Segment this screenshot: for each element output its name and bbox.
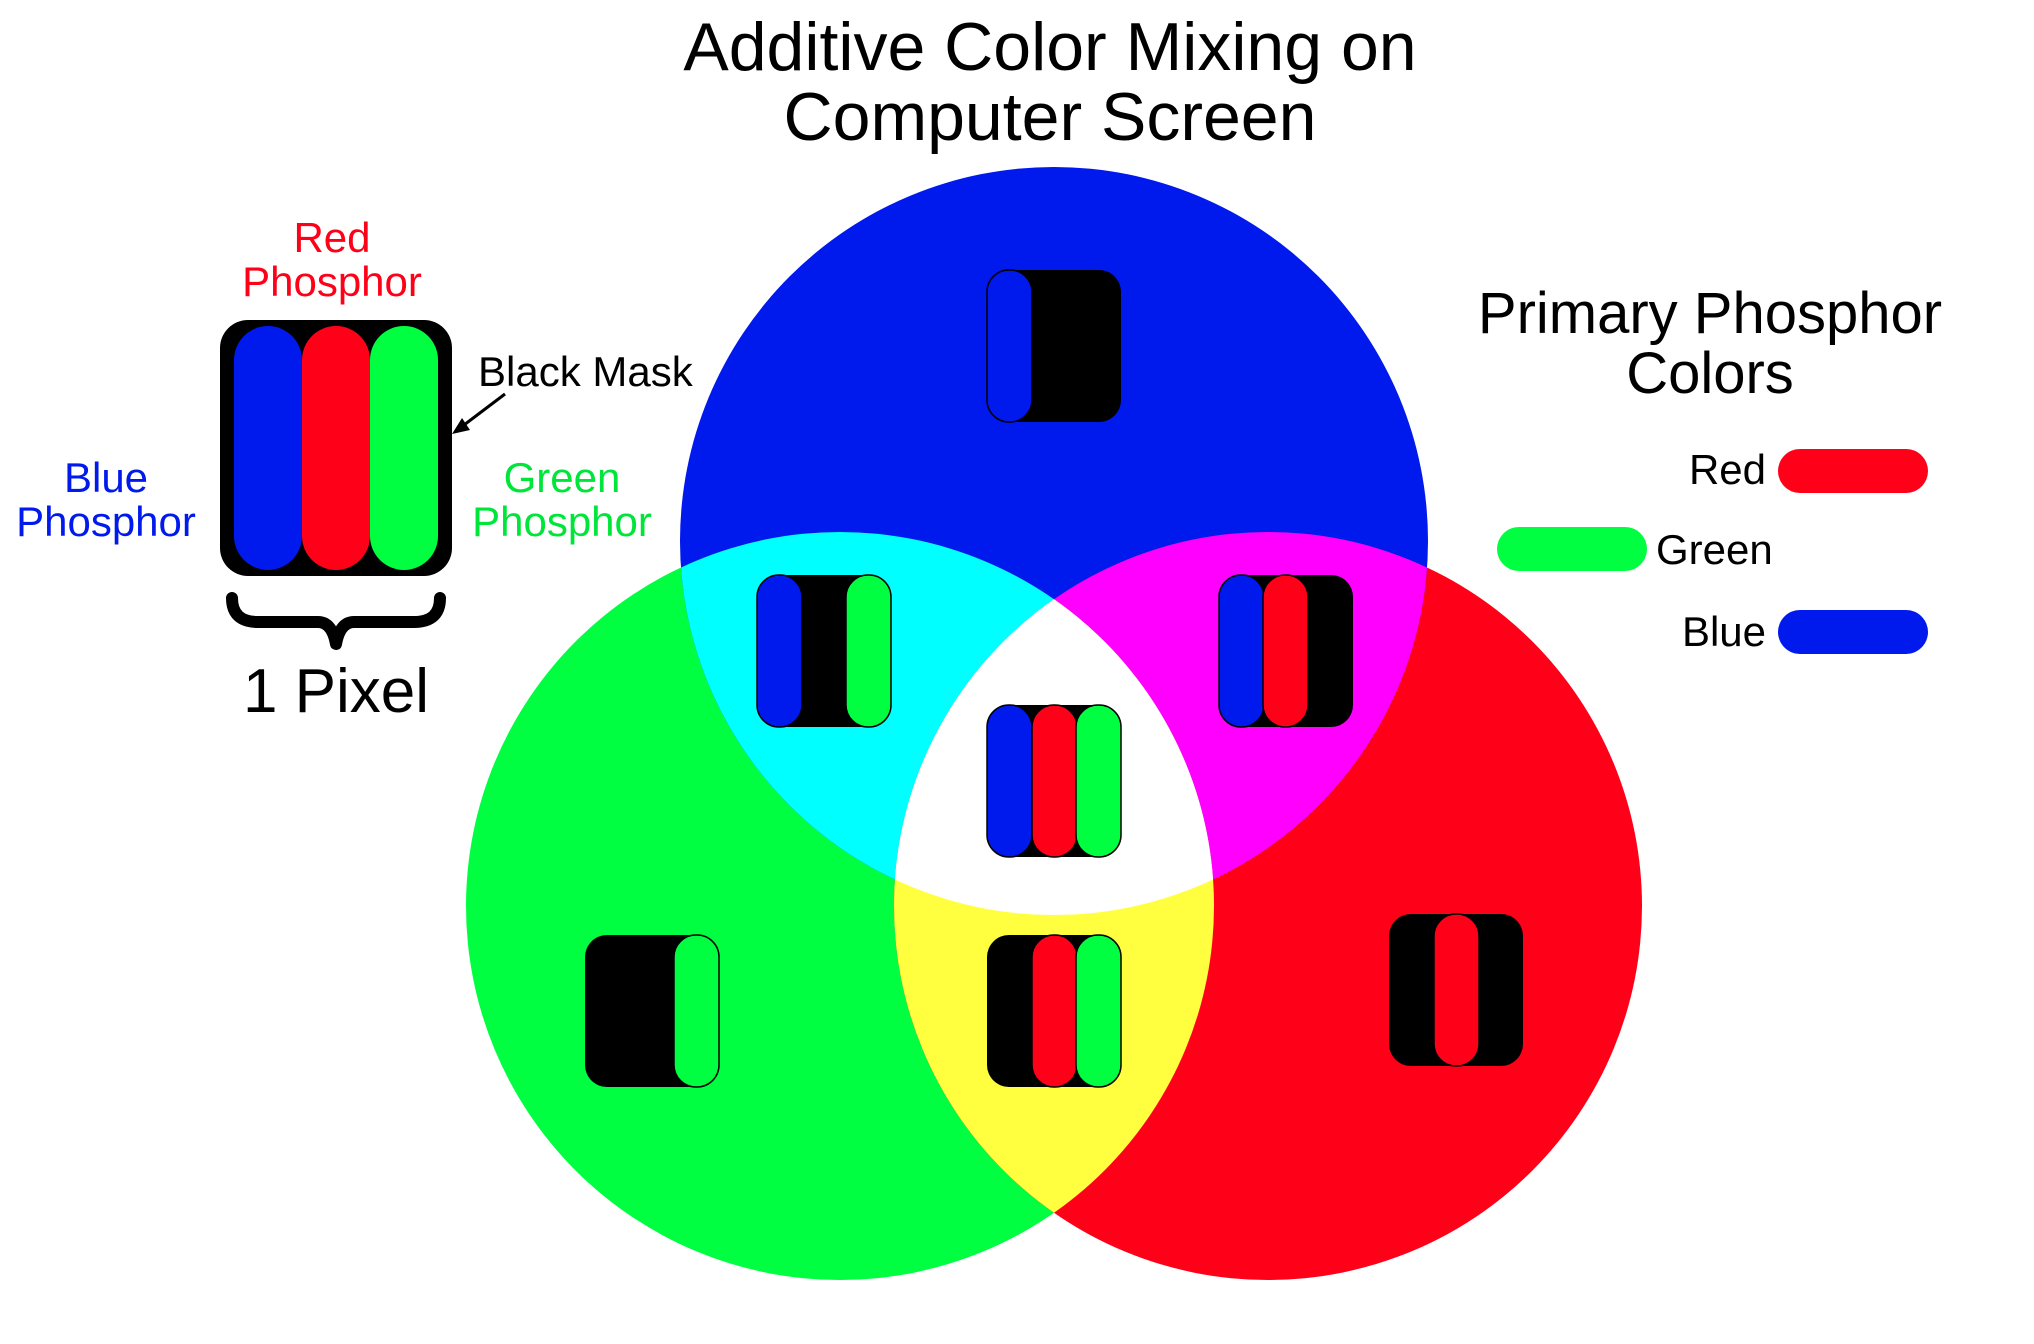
- legend-title: Primary Phosphor Colors: [1440, 284, 1980, 404]
- pixel-icon-cyan: [756, 574, 892, 728]
- legend-green-label-text: Green: [1656, 526, 1773, 573]
- red-phosphor-stripe: [302, 326, 370, 570]
- red-phosphor-label-line1: Red: [293, 214, 371, 261]
- pixel-illustration: [220, 320, 452, 576]
- legend-blue-label: Blue: [1640, 610, 1766, 654]
- pixel-icon-green-only: [585, 934, 720, 1088]
- green-phosphor-label-line2: Phosphor: [472, 498, 652, 545]
- legend-title-line1: Primary Phosphor: [1477, 281, 1943, 346]
- pixel-icon-blue-only: [986, 269, 1121, 423]
- page-title: Additive Color Mixing on Computer Screen: [0, 12, 2034, 152]
- black-mask-label: Black Mask: [478, 350, 738, 394]
- blue-phosphor-label-line2: Phosphor: [16, 498, 196, 545]
- green-phosphor-label-line1: Green: [503, 454, 621, 501]
- pixel-icon-white: [986, 704, 1122, 858]
- legend-green-swatch: [1497, 527, 1647, 571]
- legend-red-label-text: Red: [1688, 446, 1766, 493]
- title-line-2: Computer Screen: [783, 79, 1317, 155]
- legend-red-swatch: [1778, 449, 1928, 493]
- red-phosphor-label-line2: Phosphor: [242, 258, 422, 305]
- green-phosphor-label: Green Phosphor: [456, 456, 668, 544]
- legend-title-line2: Colors: [1626, 341, 1794, 406]
- one-pixel-label-text: 1 Pixel: [242, 657, 430, 726]
- blue-phosphor-stripe: [234, 326, 302, 570]
- pixel-icon-yellow: [987, 934, 1122, 1088]
- legend-blue-swatch: [1778, 610, 1928, 654]
- pixel-icon-magenta: [1218, 574, 1353, 728]
- legend-blue-label-text: Blue: [1681, 608, 1766, 655]
- legend-red-label: Red: [1640, 448, 1766, 492]
- legend-green-label: Green: [1656, 528, 1876, 572]
- blue-phosphor-label: Blue Phosphor: [0, 456, 212, 544]
- pixel-brace-icon: [226, 592, 446, 650]
- one-pixel-label: 1 Pixel: [170, 660, 502, 724]
- green-phosphor-stripe: [370, 326, 438, 570]
- red-phosphor-label: Red Phosphor: [200, 216, 464, 304]
- black-mask-label-text: Black Mask: [478, 348, 693, 395]
- black-mask-arrow: [452, 392, 506, 434]
- pixel-icon-red-only: [1389, 913, 1523, 1067]
- blue-phosphor-label-line1: Blue: [63, 454, 149, 501]
- title-line-1: Additive Color Mixing on: [683, 9, 1417, 85]
